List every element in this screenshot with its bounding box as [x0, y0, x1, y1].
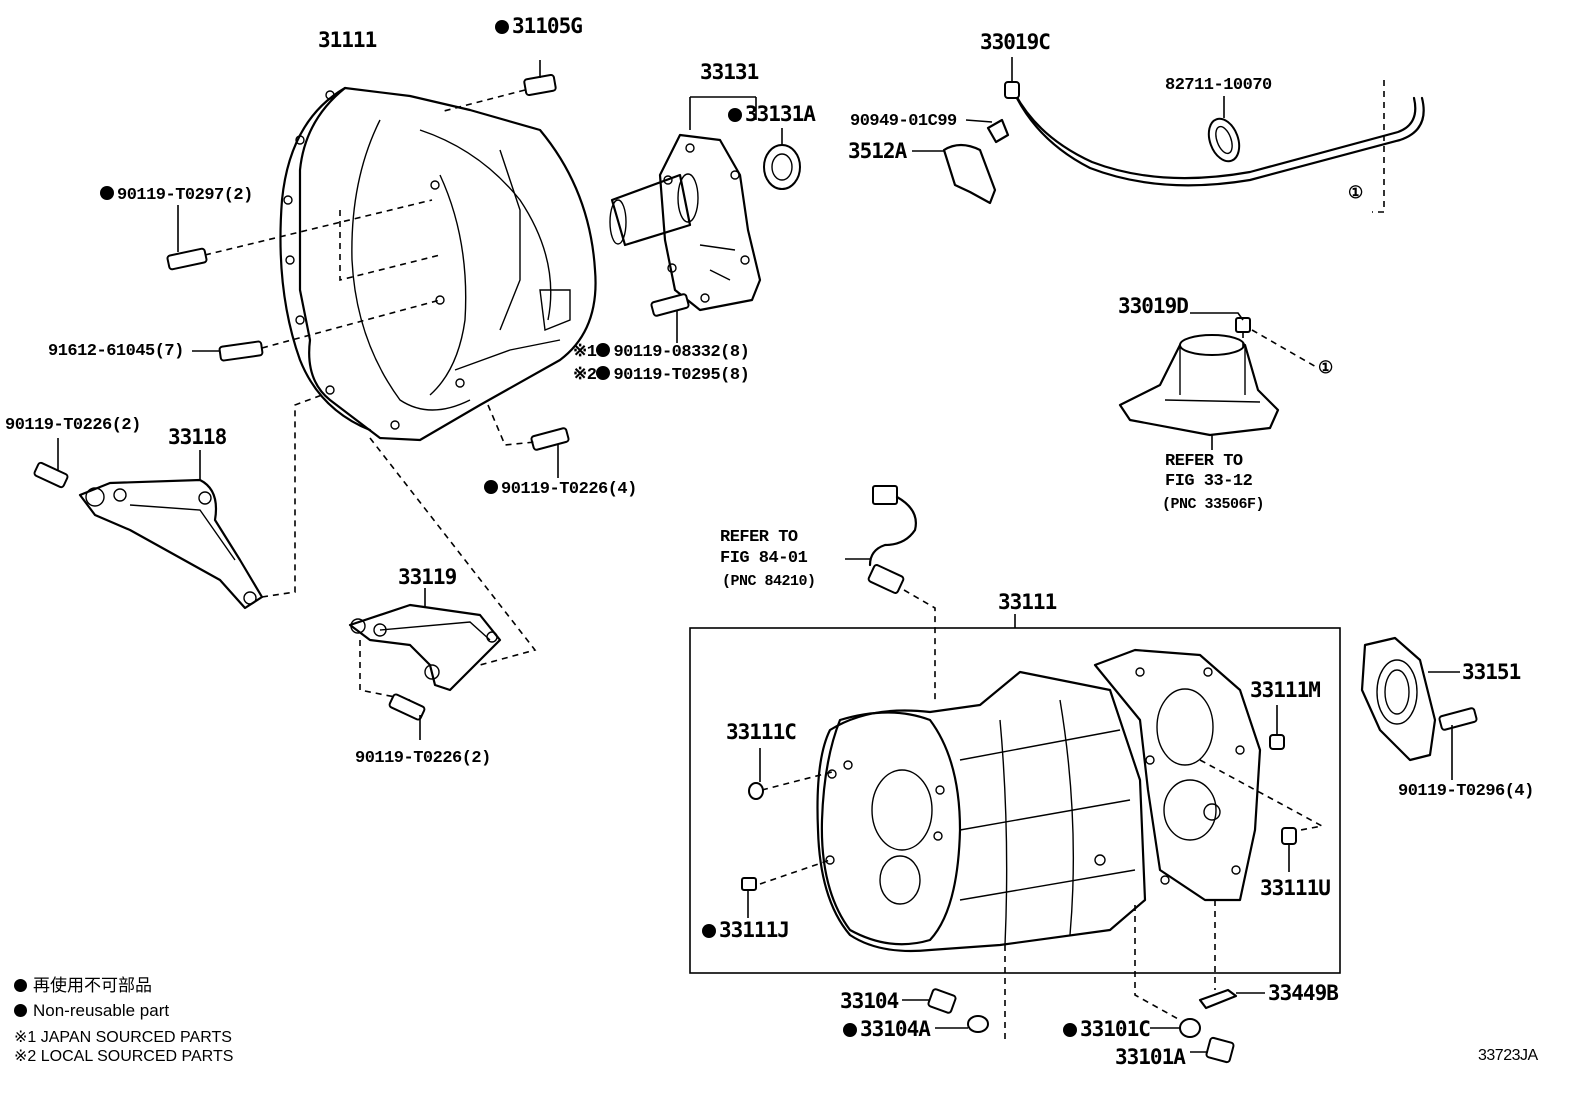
label-82711-10070: 82711-10070 [1165, 76, 1272, 95]
bearing-retainer-33131 [609, 96, 801, 343]
bolt-91612-61045 [192, 299, 441, 362]
non-reusable-dot-icon [14, 1004, 27, 1017]
label-33101a: 33101A [1115, 1045, 1186, 1069]
label-90119-t0226-4: 90119-T0226(4) [484, 480, 637, 500]
label-33111j: 33111J [702, 918, 790, 942]
label-31111: 31111 [318, 28, 377, 52]
non-reusable-dot-icon [484, 480, 498, 494]
refer-b-line-3: (PNC 84210) [722, 573, 816, 590]
bolt-90119-t0226-4 [487, 404, 570, 478]
label-33111-box: 33111 [998, 590, 1057, 614]
figure-code: 33723JA [1478, 1047, 1538, 1064]
label-91612-61045: 91612-61045(7) [48, 342, 184, 361]
label-33104: 33104 [840, 989, 899, 1013]
legend-en: Non-reusable part [14, 1001, 169, 1021]
non-reusable-dot-icon [596, 343, 611, 357]
bolt-90119-t0297 [166, 199, 441, 282]
bolt-31105g [439, 60, 557, 113]
label-90119-t0226-2a: 90119-T0226(2) [5, 416, 141, 435]
bracket-33118 [33, 394, 323, 610]
label-90119-t0226-2b: 90119-T0226(2) [355, 749, 491, 768]
transmission-case-drawing [759, 648, 1325, 1040]
label-31105g: 31105G [495, 14, 583, 38]
retainer-33151 [1360, 636, 1478, 780]
non-reusable-dot-icon [728, 108, 742, 122]
case-small-parts [741, 705, 1297, 918]
speed-sensor [845, 485, 936, 700]
legend-note-2: ※2 LOCAL SOURCED PARTS [14, 1048, 234, 1065]
circle-ref-1-bottom: ① [1318, 360, 1333, 379]
label-33019d: 33019D [1118, 294, 1189, 318]
label-90119-t0296: 90119-T0296(4) [1398, 782, 1534, 801]
label-33111u: 33111U [1260, 876, 1331, 900]
extension-housing-33019d [1118, 312, 1319, 450]
non-reusable-dot-icon [596, 366, 611, 380]
refer-b-line-2: FIG 84-01 [720, 549, 808, 568]
refer-line-3: (PNC 33506F) [1162, 496, 1265, 513]
label-33119: 33119 [398, 565, 457, 589]
non-reusable-dot-icon [14, 979, 27, 992]
non-reusable-dot-icon [495, 20, 509, 34]
label-33449b: 33449B [1268, 981, 1339, 1005]
label-33151: 33151 [1462, 660, 1521, 684]
bracket-33119 [348, 437, 537, 740]
legend-note-1: ※1 JAPAN SOURCED PARTS [14, 1029, 232, 1046]
non-reusable-dot-icon [843, 1023, 857, 1037]
clutch-housing-drawing [279, 86, 597, 442]
label-33111c: 33111C [726, 720, 797, 744]
label-3512a: 3512A [848, 139, 907, 163]
non-reusable-dot-icon [1063, 1023, 1077, 1037]
refer-line-2: FIG 33-12 [1165, 472, 1253, 491]
label-33101c: 33101C [1063, 1017, 1151, 1041]
label-33104a: 33104A [843, 1017, 931, 1041]
label-33118: 33118 [168, 425, 227, 449]
non-reusable-dot-icon [702, 924, 716, 938]
circle-ref-1-top: ① [1348, 185, 1363, 204]
label-90949-01c99: 90949-01C99 [850, 112, 957, 131]
refer-line-1: REFER TO [1165, 452, 1243, 471]
refer-b-line-1: REFER TO [720, 528, 798, 547]
label-90119-t0297: 90119-T0297(2) [100, 186, 253, 206]
hose-33019c [912, 57, 1425, 213]
non-reusable-dot-icon [100, 186, 114, 200]
legend-jp: 再使用不可部品 [14, 976, 152, 996]
label-33131: 33131 [700, 60, 759, 84]
label-33019c: 33019C [980, 30, 1051, 54]
label-33131a: 33131A [728, 102, 816, 126]
plugs-bottom [902, 988, 1265, 1064]
label-33111m: 33111M [1250, 678, 1321, 702]
